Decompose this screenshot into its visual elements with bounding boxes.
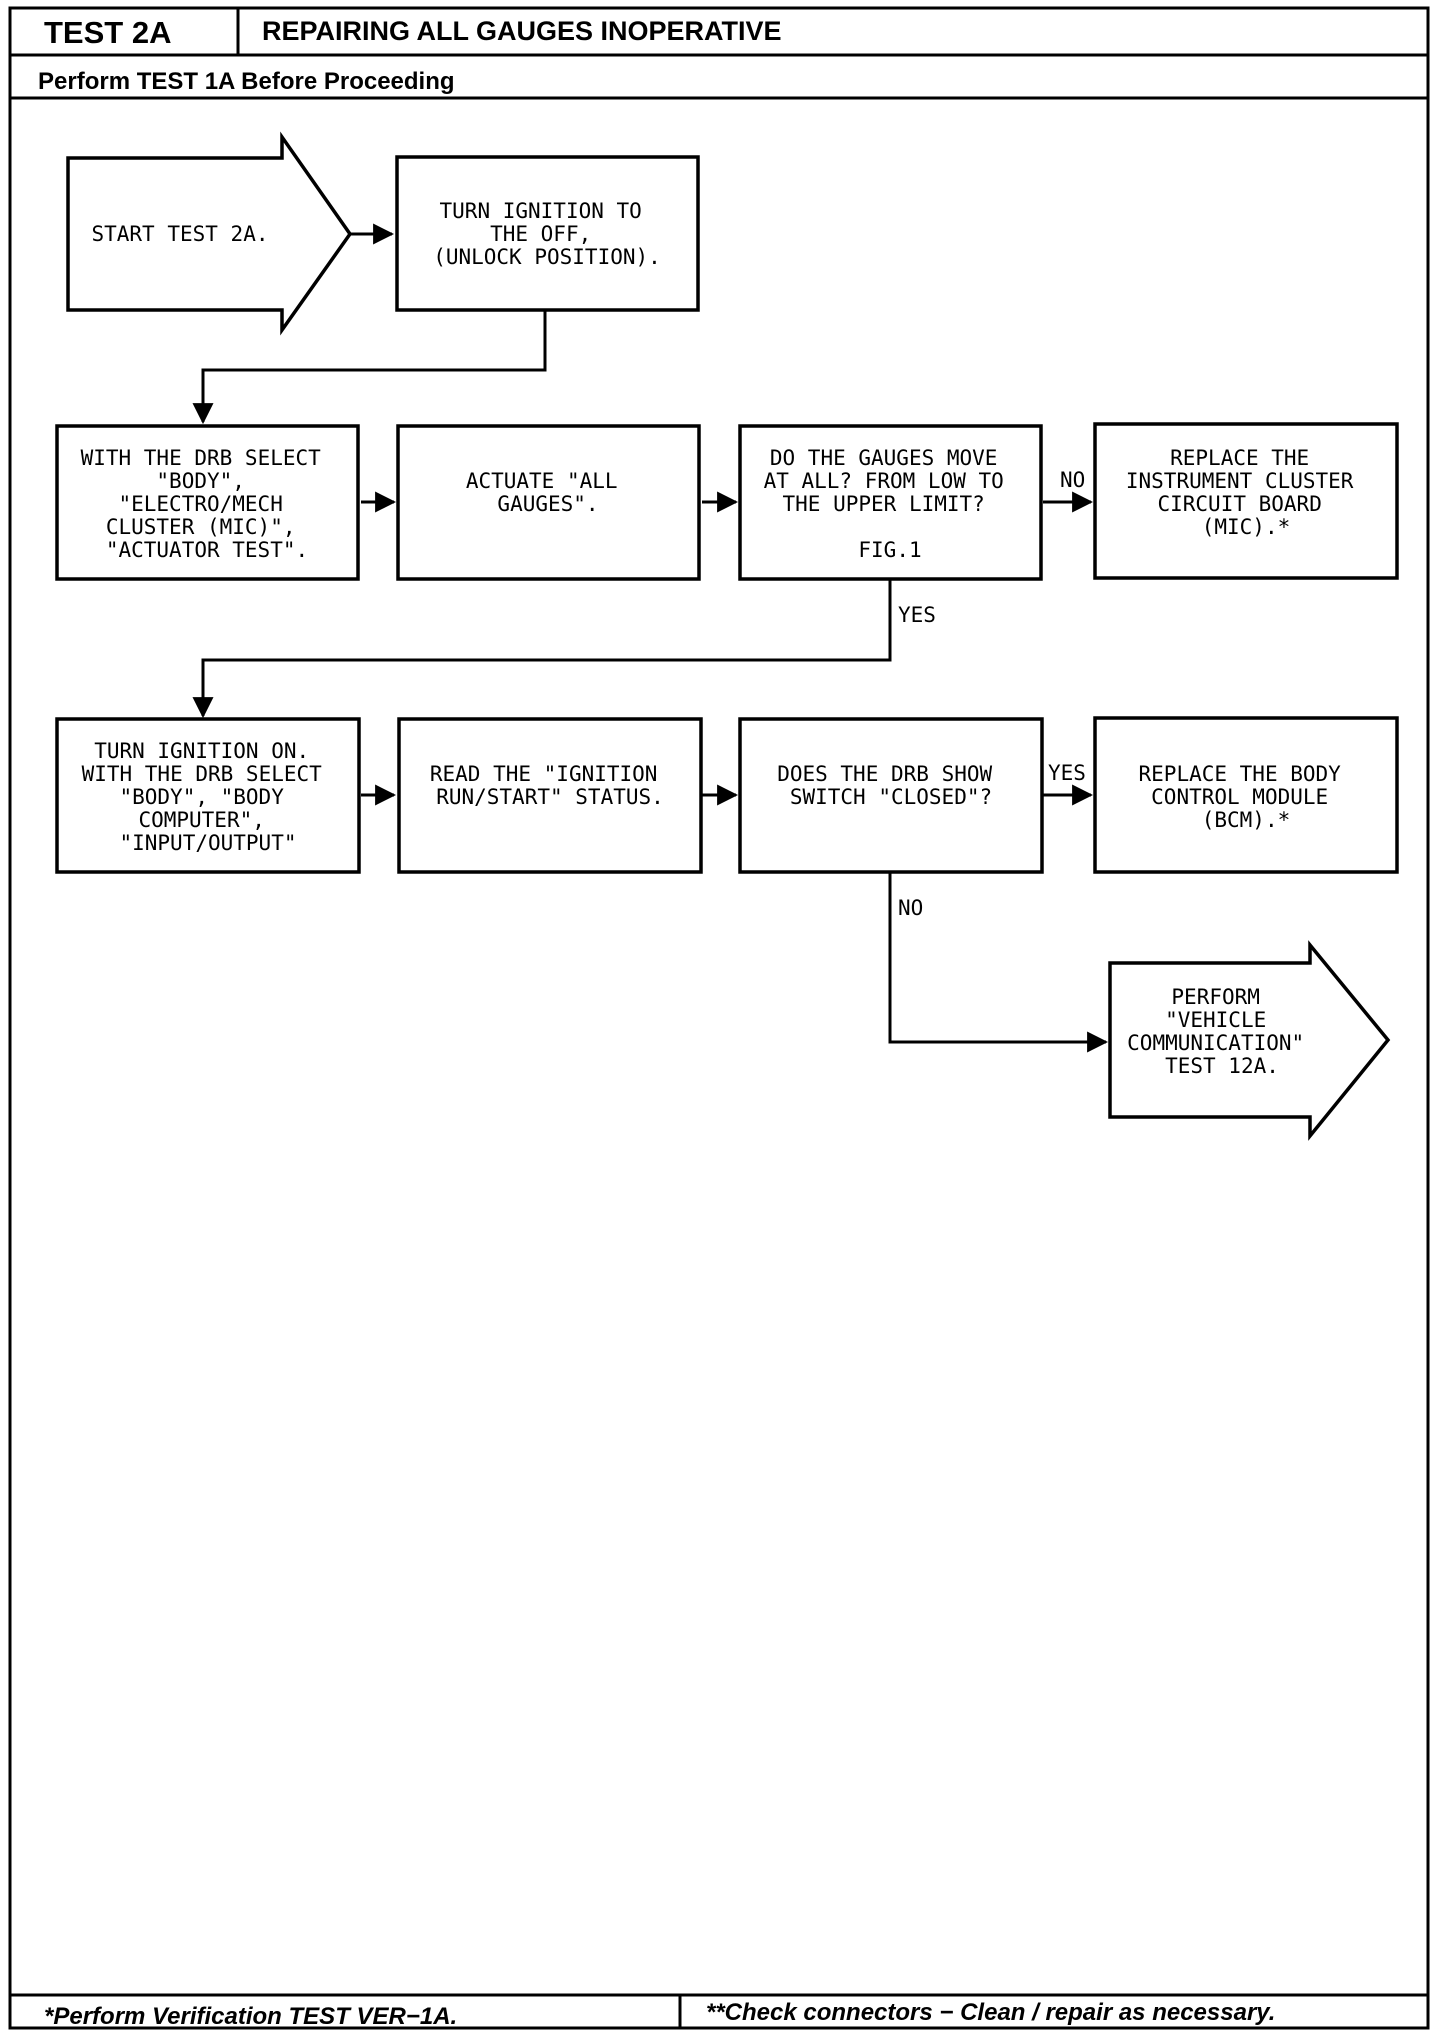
- edge-label-yes: YES: [898, 603, 936, 627]
- drb-select-mic-label: WITH THE DRB SELECT "BODY", "ELECTRO/MEC…: [81, 446, 334, 562]
- read-ignition-status-label: READ THE "IGNITION RUN/START" STATUS.: [430, 762, 670, 809]
- start-node: START TEST 2A.: [66, 131, 353, 336]
- perform-comm-test-label: PERFORM "VEHICLE COMMUNICATION" TEST 12A…: [1127, 985, 1317, 1078]
- actuate-all-gauges-step: ACTUATE "ALL GAUGES".: [396, 424, 701, 581]
- gauges-move-decision: DO THE GAUGES MOVE AT ALL? FROM LOW TO T…: [738, 424, 1043, 581]
- replace-bcm-step: REPLACE THE BODY CONTROL MODULE (BCM).*: [1093, 716, 1399, 874]
- turn-ignition-on-step: TURN IGNITION ON. WITH THE DRB SELECT "B…: [55, 717, 361, 874]
- start-label: START TEST 2A.: [91, 222, 268, 246]
- read-ignition-status-step: READ THE "IGNITION RUN/START" STATUS.: [397, 717, 703, 874]
- replace-cluster-board-step: REPLACE THE INSTRUMENT CLUSTER CIRCUIT B…: [1093, 422, 1399, 580]
- test-id: TEST 2A: [44, 15, 171, 50]
- drb-select-mic-step: WITH THE DRB SELECT "BODY", "ELECTRO/MEC…: [55, 424, 360, 581]
- connector-yes-to-ignition-on: [192, 579, 892, 719]
- actuate-all-gauges-label: ACTUATE "ALL GAUGES".: [466, 469, 630, 516]
- edge-label-yes: YES: [1048, 761, 1086, 785]
- connector-off-to-drb: [192, 310, 547, 425]
- connectors: [192, 223, 1109, 1053]
- drb-switch-closed-decision: DOES THE DRB SHOW SWITCH "CLOSED"?: [738, 717, 1044, 874]
- replace-cluster-board-label: REPLACE THE INSTRUMENT CLUSTER CIRCUIT B…: [1126, 446, 1366, 539]
- turn-ignition-off-step: TURN IGNITION TO THE OFF, (UNLOCK POSITI…: [395, 155, 700, 312]
- start-label-line: START TEST 2A.: [91, 222, 268, 246]
- prerequisite-note: Perform TEST 1A Before Proceeding: [38, 68, 455, 95]
- edge-label-no: NO: [898, 896, 923, 920]
- turn-ignition-off-label: TURN IGNITION TO THE OFF, (UNLOCK POSITI…: [433, 199, 661, 269]
- footer-connector-note: **Check connectors − Clean / repair as n…: [706, 1999, 1275, 2026]
- gauges-move-label: DO THE GAUGES MOVE AT ALL? FROM LOW TO T…: [764, 446, 1017, 562]
- edge-label-no: NO: [1060, 468, 1085, 492]
- connector-no-to-comm-test: [888, 872, 1109, 1053]
- drb-switch-closed-label: DOES THE DRB SHOW SWITCH "CLOSED"?: [777, 762, 1005, 809]
- turn-ignition-on-label: TURN IGNITION ON. WITH THE DRB SELECT "B…: [82, 739, 335, 855]
- perform-comm-test-node: PERFORM "VEHICLE COMMUNICATION" TEST 12A…: [1108, 940, 1391, 1141]
- replace-bcm-label: REPLACE THE BODY CONTROL MODULE (BCM).*: [1139, 762, 1354, 832]
- page-title: REPAIRING ALL GAUGES INOPERATIVE: [262, 16, 782, 46]
- footer-verification-note: *Perform Verification TEST VER−1A.: [44, 2003, 457, 2030]
- page-frame: [8, 6, 1430, 2030]
